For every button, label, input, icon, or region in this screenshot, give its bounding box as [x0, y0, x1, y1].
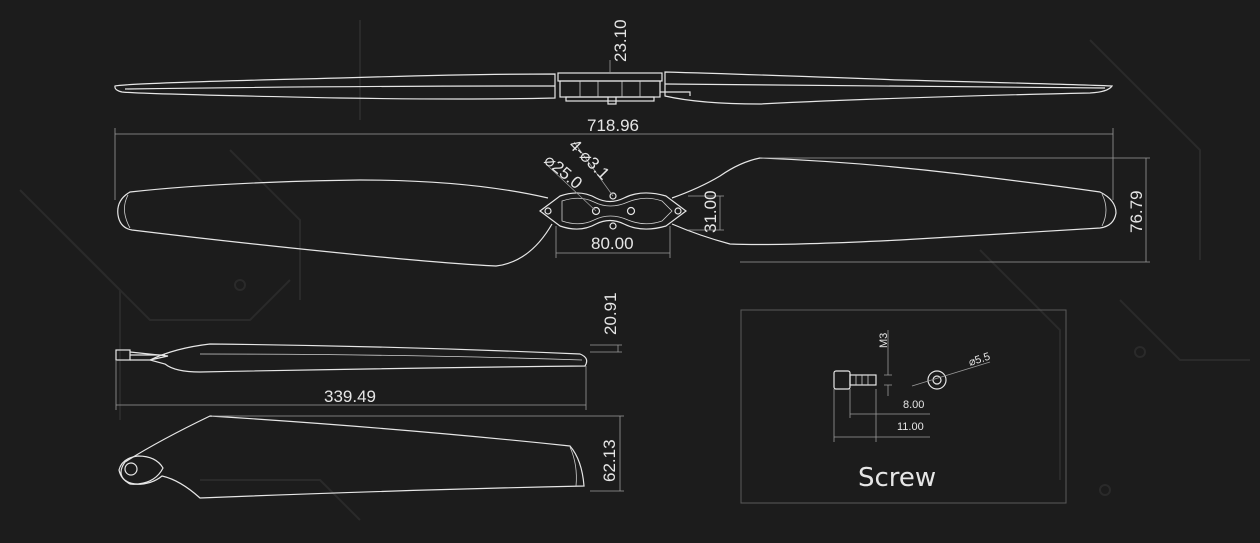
dim-blade-length-label: 339.49 [324, 387, 376, 406]
plan-view [117, 157, 1117, 267]
dim-total-length-label: 718.96 [587, 116, 639, 135]
dim-blade-thickness-label: 20.91 [601, 292, 620, 335]
dim-blade-thickness: 20.91 [590, 292, 622, 353]
background-traces [19, 20, 1250, 521]
screw-detail-panel: M3 ⌀5.5 8.00 11.00 Screw [740, 309, 1067, 504]
side-view [114, 71, 1114, 105]
screw-washer-label: ⌀5.5 [967, 351, 992, 369]
screw-title: Screw [858, 463, 936, 493]
screw-thread-label: M3 [878, 333, 890, 348]
dim-hub-depth: 31.00 [688, 190, 724, 233]
dim-hub-height-label: 23.10 [611, 19, 630, 62]
blade-side-view [115, 343, 588, 373]
dim-hub-width-label: 80.00 [591, 234, 634, 253]
dim-max-chord: 76.79 [740, 157, 1150, 263]
dim-total-length: 718.96 [114, 116, 1114, 200]
dim-hub-depth-label: 31.00 [701, 190, 720, 233]
dim-hub-height: 23.10 [609, 19, 630, 73]
dim-blade-chord: 62.13 [212, 415, 624, 492]
screw-shank-label: 8.00 [903, 399, 924, 411]
screw-total-label: 11.00 [897, 421, 924, 433]
dim-hub-width: 80.00 [555, 226, 671, 258]
dim-blade-length: 339.49 [115, 360, 587, 410]
dim-blade-chord-label: 62.13 [600, 439, 619, 482]
blade-plan-view [118, 415, 585, 499]
dim-max-chord-label: 76.79 [1127, 190, 1146, 233]
